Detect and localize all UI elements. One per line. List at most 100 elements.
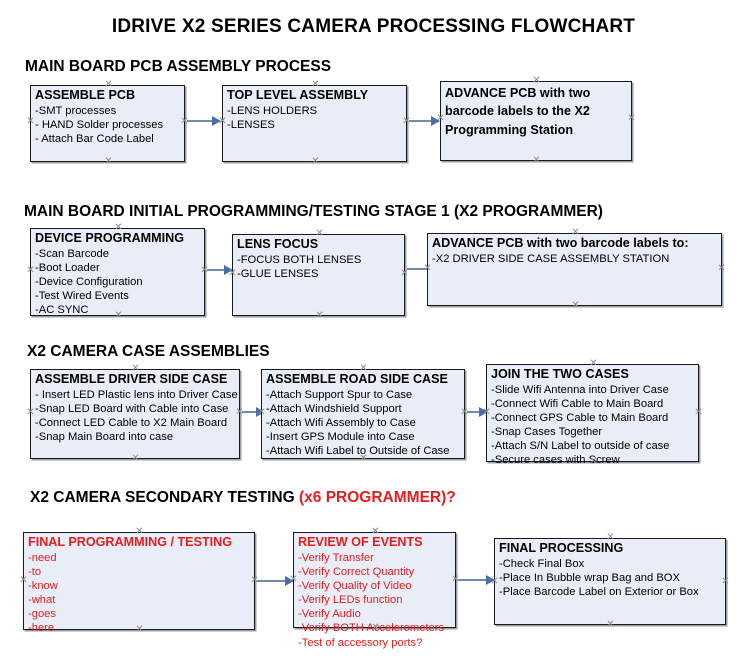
node-line: -Verify Quality of Video xyxy=(298,580,412,593)
node-line: -Connect LED Cable to X2 Main Board xyxy=(35,417,228,430)
node-line: -Check Final Box xyxy=(499,557,585,570)
node-line: -Verify BOTH Accelerometers xyxy=(298,622,445,635)
node-line: -SMT processes xyxy=(35,104,117,117)
node-line: -know xyxy=(28,580,58,593)
node-line: -Attach Support Spur to Case xyxy=(266,388,413,401)
node-line: -Scan Barcode xyxy=(35,247,110,260)
page-title: IDRIVE X2 SERIES CAMERA PROCESSING FLOWC… xyxy=(111,16,636,37)
node-title: FINAL PROGRAMMING / TESTING xyxy=(28,535,233,549)
node-line: -Verify Transfer xyxy=(298,551,374,564)
section-heading-text: X2 CAMERA SECONDARY TESTING xyxy=(30,489,299,506)
connection-handle-icon: ✕ xyxy=(104,156,113,167)
node-line: -GLUE LENSES xyxy=(237,267,319,280)
node-line: -Snap Main Board into case xyxy=(35,431,174,444)
node-join-the-two-cases[interactable]: JOIN THE TWO CASES -Slide Wifi Antenna i… xyxy=(482,359,702,467)
connector-final-programming-to-review-of-events xyxy=(257,576,294,586)
section-heading-x2-camera-secondary-testing: X2 CAMERA SECONDARY TESTING (x6 PROGRAMM… xyxy=(30,489,456,507)
connection-handle-icon: ✕ xyxy=(315,310,324,321)
node-line: -to xyxy=(28,565,42,578)
connector-line xyxy=(409,120,439,122)
connector-assemble-pcb-to-top-level-assembly xyxy=(187,116,221,126)
node-title: ASSEMBLE PCB xyxy=(35,88,136,102)
node-line: -Attach S/N Label to outside of case xyxy=(491,440,670,453)
section-heading-x2-camera-case-assemblies: X2 CAMERA CASE ASSEMBLIES xyxy=(27,343,270,361)
node-line: -Boot Loader xyxy=(35,261,100,274)
node-line: -here xyxy=(28,622,55,635)
node-assemble-driver-side-case[interactable]: ASSEMBLE DRIVER SIDE CASE - Insert LED P… xyxy=(26,364,243,464)
node-final-processing[interactable]: FINAL PROCESSING -Check Final Box -Place… xyxy=(490,533,729,630)
node-device-programming[interactable]: DEVICE PROGRAMMING -Scan Barcode -Boot L… xyxy=(26,223,208,321)
node-title: JOIN THE TWO CASES xyxy=(491,367,629,381)
connector-road-side-to-join-cases xyxy=(467,407,488,417)
connector-top-level-assembly-to-advance-pcb xyxy=(409,116,440,126)
node-title: LENS FOCUS xyxy=(237,237,319,251)
node-line: -Verify LEDs function xyxy=(298,594,403,607)
node-line: -need xyxy=(28,551,57,564)
node-top-level-assembly[interactable]: TOP LEVEL ASSEMBLY -LENS HOLDERS -LENSES… xyxy=(218,80,410,167)
node-final-programming-testing[interactable]: FINAL PROGRAMMING / TESTING -need -to -k… xyxy=(19,527,258,635)
node-title: ADVANCE PCB with two barcode labels to: xyxy=(432,236,689,250)
connection-handle-icon: ✕ xyxy=(532,155,541,166)
node-line: -Slide Wifi Antenna into Driver Case xyxy=(491,383,669,396)
connector-driver-side-to-road-side xyxy=(242,407,265,417)
node-line: -Connect GPS Cable to Main Board xyxy=(491,412,669,425)
node-line: - HAND Solder processes xyxy=(35,118,164,131)
connection-handle-icon: ✕ xyxy=(571,300,580,311)
arrowhead-icon xyxy=(285,576,294,586)
node-line: -Attach Windshield Support xyxy=(266,402,402,415)
node-title: DEVICE PROGRAMMING xyxy=(35,231,185,245)
node-line: -LENS HOLDERS xyxy=(227,104,318,117)
section-heading-main-board-pcb-assembly: MAIN BOARD PCB ASSEMBLY PROCESS xyxy=(25,58,331,76)
node-title: TOP LEVEL ASSEMBLY xyxy=(227,88,369,102)
connection-handle-icon: ✕ xyxy=(131,453,140,464)
section-heading-text: X2 CAMERA CASE ASSEMBLIES xyxy=(27,343,270,360)
section-heading-main-board-initial-programming: MAIN BOARD INITIAL PROGRAMMING/TESTING S… xyxy=(24,203,603,221)
node-line: -AC SYNC xyxy=(35,304,89,317)
node-line: -FOCUS BOTH LENSES xyxy=(237,253,362,266)
arrowhead-icon xyxy=(486,575,495,585)
node-line: -what xyxy=(28,594,56,607)
connector-line xyxy=(407,268,437,270)
arrowhead-icon xyxy=(224,265,233,275)
connector-line xyxy=(467,411,487,413)
node-line: -Connect Wifi Cable to Main Board xyxy=(491,397,664,410)
node-line: -X2 DRIVER SIDE CASE ASSEMBLY STATION xyxy=(432,252,670,265)
node-line: - Insert LED Plastic lens into Driver Ca… xyxy=(35,388,238,401)
connector-line xyxy=(242,411,264,413)
connector-device-programming-to-lens-focus xyxy=(207,265,233,275)
node-assemble-pcb[interactable]: ASSEMBLE PCB -SMT processes - HAND Solde… xyxy=(26,80,188,167)
node-line: -goes xyxy=(28,608,56,621)
section-heading-suffix: (x6 PROGRAMMER)? xyxy=(299,489,456,506)
node-line: -Attach Wifi Label to Outside of Case xyxy=(266,445,450,458)
connector-line xyxy=(187,120,220,122)
node-lens-focus[interactable]: LENS FOCUS -FOCUS BOTH LENSES -GLUE LENS… xyxy=(228,229,408,321)
section-heading-text: MAIN BOARD PCB ASSEMBLY PROCESS xyxy=(25,58,332,75)
node-line: -Insert GPS Module into Case xyxy=(266,431,415,444)
node-advance-pcb-to-x2-programming-station[interactable]: ADVANCE PCB with two barcode labels to t… xyxy=(436,76,635,166)
connector-line xyxy=(257,580,293,582)
node-advance-pcb-to-driver-side-case-station[interactable]: ADVANCE PCB with two barcode labels to: … xyxy=(423,228,725,311)
node-title: ASSEMBLE DRIVER SIDE CASE xyxy=(35,372,228,386)
node-title: ADVANCE PCB with two barcode labels to t… xyxy=(445,86,591,137)
arrowhead-icon xyxy=(212,116,221,126)
connection-handle-icon: ✕ xyxy=(606,619,615,630)
node-line: -Verify Audio xyxy=(298,608,361,621)
node-line: -Test of accessory ports? xyxy=(298,636,423,649)
node-line: -Verify Correct Quantity xyxy=(298,565,415,578)
arrowhead-icon xyxy=(256,407,265,417)
node-title: ASSEMBLE ROAD SIDE CASE xyxy=(266,372,448,386)
node-assemble-road-side-case[interactable]: ASSEMBLE ROAD SIDE CASE -Attach Support … xyxy=(257,364,468,464)
connector-line xyxy=(458,579,494,581)
node-line: -Test Wired Events xyxy=(35,290,129,303)
node-line: -Place In Bubble wrap Bag and BOX xyxy=(499,571,680,584)
node-line: -LENSES xyxy=(227,118,275,131)
connection-handle-icon: ✕ xyxy=(311,156,320,167)
node-review-of-events[interactable]: REVIEW OF EVENTS -Verify Transfer -Verif… xyxy=(289,527,459,649)
node-line: -Snap LED Board with Cable into Case xyxy=(35,402,229,415)
node-line: -Device Configuration xyxy=(35,276,143,289)
arrowhead-icon xyxy=(479,407,488,417)
connector-line xyxy=(207,269,232,271)
arrowhead-icon xyxy=(431,116,440,126)
node-title: FINAL PROCESSING xyxy=(499,541,624,555)
